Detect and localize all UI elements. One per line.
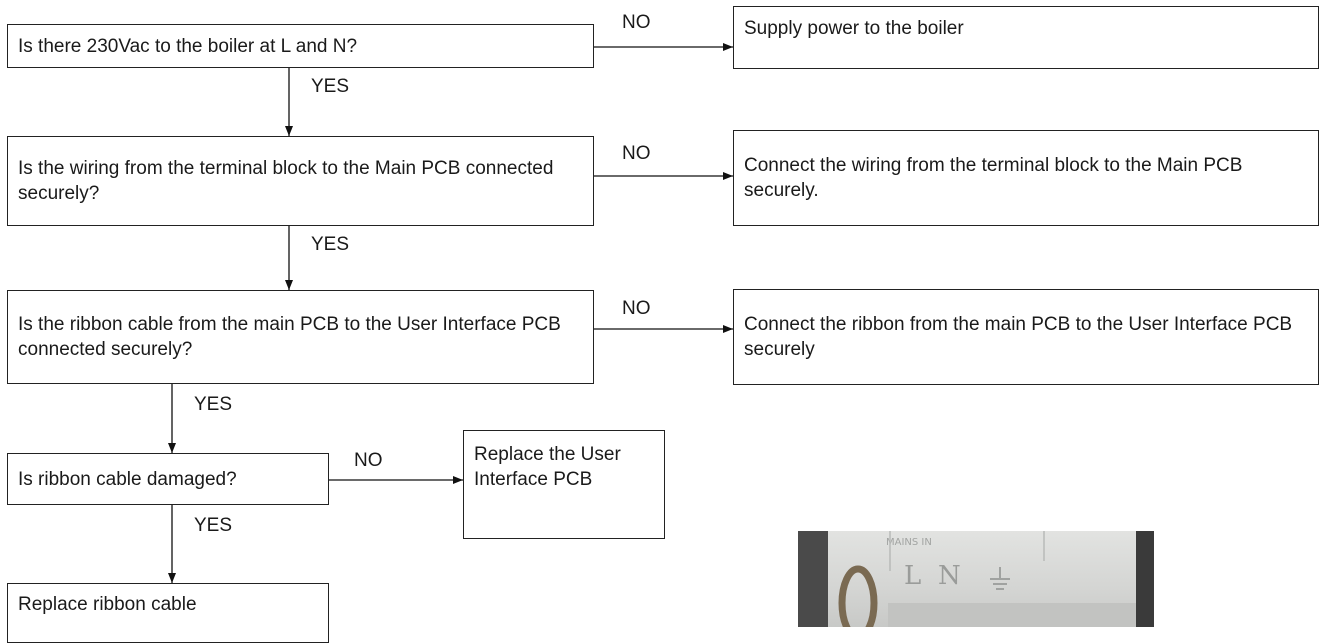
photo-terminal-label-n: N — [938, 561, 961, 591]
terminal-block-photo: MAINS IN L N — [798, 531, 1154, 627]
action-box-4: Replace the User Interface PCB — [463, 430, 665, 539]
terminal-screw-strip — [888, 603, 1138, 627]
action-box-5: Replace ribbon cable — [7, 583, 329, 643]
photo-caption-fragment: MAINS IN — [886, 537, 932, 548]
action-1-text: Supply power to the boiler — [744, 18, 964, 39]
action-box-2: Connect the wiring from the terminal blo… — [733, 130, 1319, 226]
yes-label-2: YES — [311, 234, 350, 255]
earth-symbol — [990, 567, 1010, 590]
connector-layer — [168, 43, 733, 583]
no-label-1: NO — [622, 12, 651, 33]
question-box-4: Is ribbon cable damaged? — [7, 453, 329, 505]
yes-label-3: YES — [194, 394, 233, 415]
action-box-1: Supply power to the boiler — [733, 6, 1319, 69]
question-box-3: Is the ribbon cable from the main PCB to… — [7, 290, 594, 384]
yes-label-4: YES — [194, 515, 233, 536]
question-3-text: Is the ribbon cable from the main PCB to… — [18, 314, 561, 360]
question-4-text: Is ribbon cable damaged? — [18, 468, 237, 490]
no-label-4: NO — [354, 450, 383, 471]
no-label-2: NO — [622, 143, 651, 164]
photo-terminal-label-l: L — [904, 561, 922, 591]
action-3-text: Connect the ribbon from the main PCB to … — [744, 314, 1293, 360]
yes-label-1: YES — [311, 76, 350, 97]
action-5-text: Replace ribbon cable — [18, 594, 197, 615]
photo-panel: MAINS IN L N — [828, 531, 1138, 627]
action-box-3: Connect the ribbon from the main PCB to … — [733, 289, 1319, 385]
photo-left-shadow — [798, 531, 828, 627]
photo-right-edge — [1136, 531, 1154, 627]
question-box-2: Is the wiring from the terminal block to… — [7, 136, 594, 226]
action-4-text: Replace the User Interface PCB — [474, 444, 621, 490]
question-box-1: Is there 230Vac to the boiler at L and N… — [7, 24, 594, 68]
no-label-3: NO — [622, 298, 651, 319]
action-2-text: Connect the wiring from the terminal blo… — [744, 155, 1243, 201]
photo-wire-drawing — [838, 531, 1138, 627]
question-2-text: Is the wiring from the terminal block to… — [18, 158, 554, 204]
question-1-text: Is there 230Vac to the boiler at L and N… — [18, 35, 358, 57]
wire-loop — [838, 565, 878, 627]
